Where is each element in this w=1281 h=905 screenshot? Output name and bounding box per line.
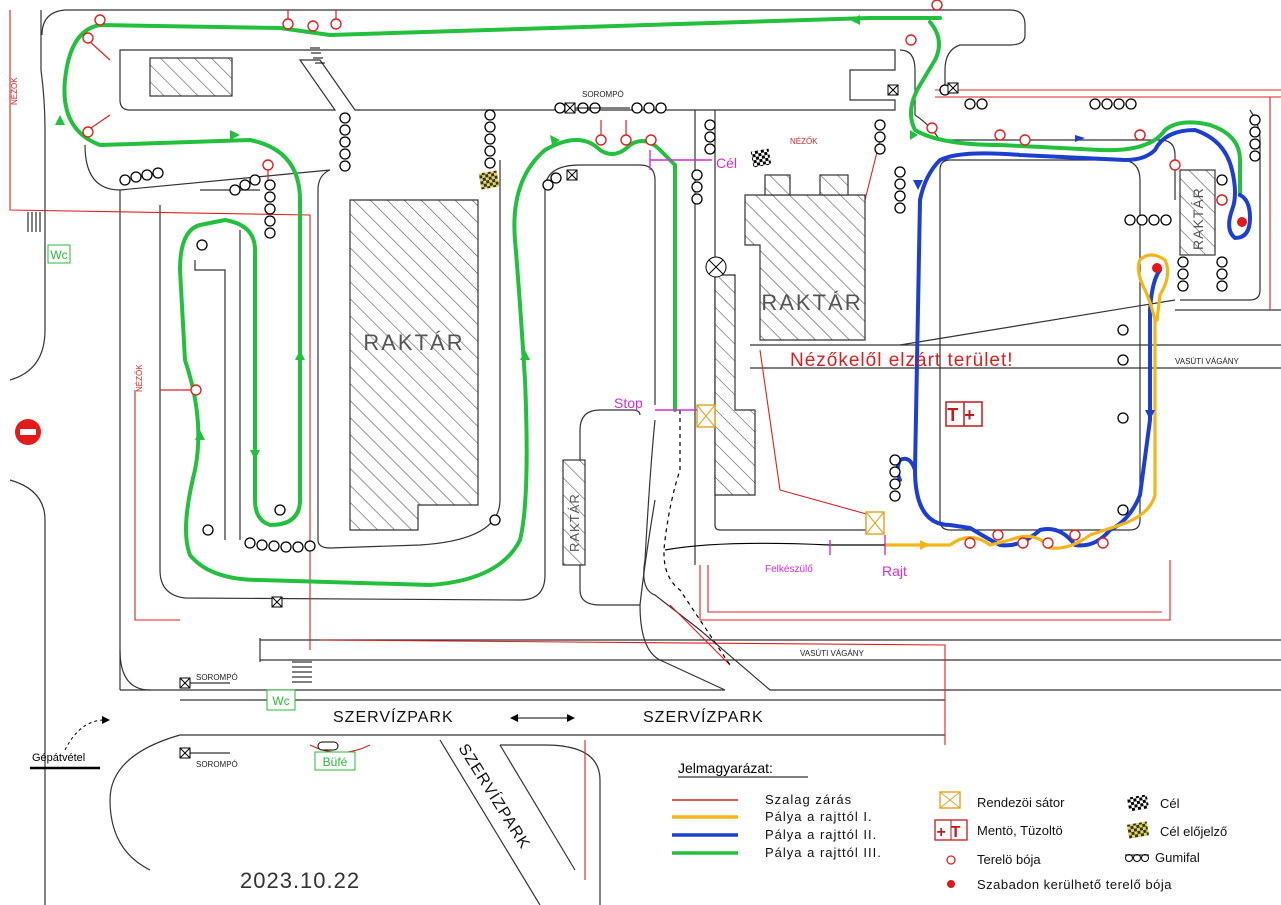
svg-text:Szabadon kerülhető terelő bója: Szabadon kerülhető terelő bója [977, 877, 1172, 892]
buildings [149, 57, 1216, 566]
felkeszulo-label: Felkészülő [765, 564, 813, 575]
gepatvetel-label: Gépátvétel [32, 752, 85, 764]
course-i-arrows [920, 540, 930, 550]
svg-text:Rendezöi sátor: Rendezöi sátor [977, 795, 1065, 810]
legend-tent: Rendezöi sátor [939, 791, 1065, 810]
wc-left-box [47, 244, 71, 264]
svg-text:Pálya a rajttól II.: Pálya a rajttól II. [765, 827, 877, 842]
legend-item-course-i: Pálya a rajttól I. [672, 809, 873, 824]
tire-walls [119, 84, 1261, 553]
building-raktar-small [562, 459, 586, 566]
course-iii-arrows [55, 15, 918, 460]
szervizpark-arrow-icon [510, 714, 575, 722]
building-raktar-right [744, 194, 866, 341]
date-label: 2023.10.22 [240, 868, 360, 893]
medic-fire-station [945, 401, 983, 427]
cones [82, 0, 1247, 549]
building-top-left [149, 57, 233, 97]
legend-item-course-iii: Pálya a rajttól III. [672, 845, 882, 860]
building-narrow [714, 274, 756, 496]
raktar-main-label: RAKTÁR [363, 330, 464, 355]
vasuti-bottom-label: VASÚTI VÁGÁNY [800, 649, 865, 658]
szervizpark-diag-label: SZERVÍZPARK [455, 740, 535, 852]
bufe-label: Büfé [323, 755, 348, 769]
building-raktar-main [349, 199, 479, 531]
svg-text:Cél előjelző: Cél előjelző [1160, 824, 1227, 839]
cel-label: Cél [716, 155, 737, 171]
legend-item-tape: Szalag zárás [672, 792, 852, 807]
medic-fire-label: T+ [947, 405, 981, 425]
start-approach [664, 542, 885, 551]
svg-text:Cél: Cél [1160, 796, 1180, 811]
legend-finish-flag-icon [1126, 794, 1150, 812]
svg-text:Szalag zárás: Szalag zárás [765, 792, 852, 807]
raktar-corner-label: RAKTÁR [1190, 187, 1206, 250]
nezok-mid-label: NÉZŐK [135, 364, 144, 392]
wc-bottom-box [266, 689, 296, 711]
szervizpark-right-label: SZERVÍZPARK [643, 707, 764, 726]
tents [696, 404, 885, 535]
bufe-counter [317, 741, 339, 751]
building-raktar-corner [1179, 169, 1216, 256]
legend-tire-wall: Gumifal [1125, 850, 1200, 865]
hydrant-icon [705, 256, 727, 278]
free-cone-2 [1152, 263, 1162, 273]
finish-flag-icon [750, 148, 772, 168]
raktar-right-label: RAKTÁR [761, 290, 862, 315]
legend-finish-warning-icon [1126, 821, 1150, 839]
legend: Jelmagyarázat: Szalag zárás Pálya a rajt… [672, 760, 1227, 892]
cone-icon [946, 855, 956, 865]
building-annex-2 [819, 174, 849, 196]
course-i-path [883, 253, 1170, 550]
sorompo-bottom2-label: SOROMPÓ [196, 760, 238, 769]
legend-free-cone: Szabadon kerülhető terelő bója [947, 877, 1172, 892]
legend-finish: Cél [1126, 794, 1180, 812]
legend-cone: Terelö bója [946, 852, 1041, 867]
course-ii-arrows [913, 135, 1155, 420]
transfer-route [663, 410, 731, 666]
svg-text:Pálya a rajttól III.: Pálya a rajttól III. [765, 845, 882, 860]
wc-left-label: Wc [50, 248, 67, 262]
nezok-top-label: NÉZŐK [790, 137, 818, 146]
finish-warning-icon [478, 170, 500, 190]
building-annex-1 [764, 174, 791, 196]
legend-finish-warning: Cél előjelző [1126, 821, 1227, 839]
tire-wall-icon [1125, 854, 1149, 862]
svg-text:Mentö, Tüzoltö: Mentö, Tüzoltö [977, 823, 1063, 838]
cel-markers [649, 150, 886, 555]
legend-medic: +T Mentö, Tüzoltö [934, 819, 1063, 841]
bufe-box [314, 751, 356, 771]
free-cone-icon [947, 880, 955, 888]
rajt-label: Rajt [882, 563, 907, 579]
vasuti-top-label: VASÚTI VÁGÁNY [1175, 357, 1240, 366]
nezok-left-label: NÉZŐK [10, 77, 19, 105]
svg-text:Gumifal: Gumifal [1155, 850, 1200, 865]
stop-label: Stop [614, 395, 643, 411]
barriers [179, 82, 959, 759]
legend-title: Jelmagyarázat: [678, 760, 773, 776]
no-entry-sign-icon [15, 419, 41, 445]
sorompo-bottom1-label: SOROMPÓ [196, 673, 238, 682]
svg-text:Pálya a rajttól I.: Pálya a rajttól I. [765, 809, 873, 824]
medic-fire-icon: +T [936, 824, 965, 841]
szervizpark-left-label: SZERVÍZPARK [333, 707, 454, 726]
legend-item-course-ii: Pálya a rajttól II. [672, 827, 877, 842]
course-iii-path [62, 16, 1242, 587]
wc-bottom-label: Wc [272, 694, 289, 708]
road-outlines [9, 9, 1281, 905]
stairs [27, 47, 325, 683]
restricted-area-label: Nézőkelől elzárt terület! [790, 350, 1014, 371]
raktar-small-label: RAKTÁR [567, 493, 582, 552]
free-cone-1 [1237, 217, 1247, 227]
svg-text:Terelö bója: Terelö bója [977, 852, 1041, 867]
sorompo-top-label: SOROMPÓ [582, 90, 624, 99]
